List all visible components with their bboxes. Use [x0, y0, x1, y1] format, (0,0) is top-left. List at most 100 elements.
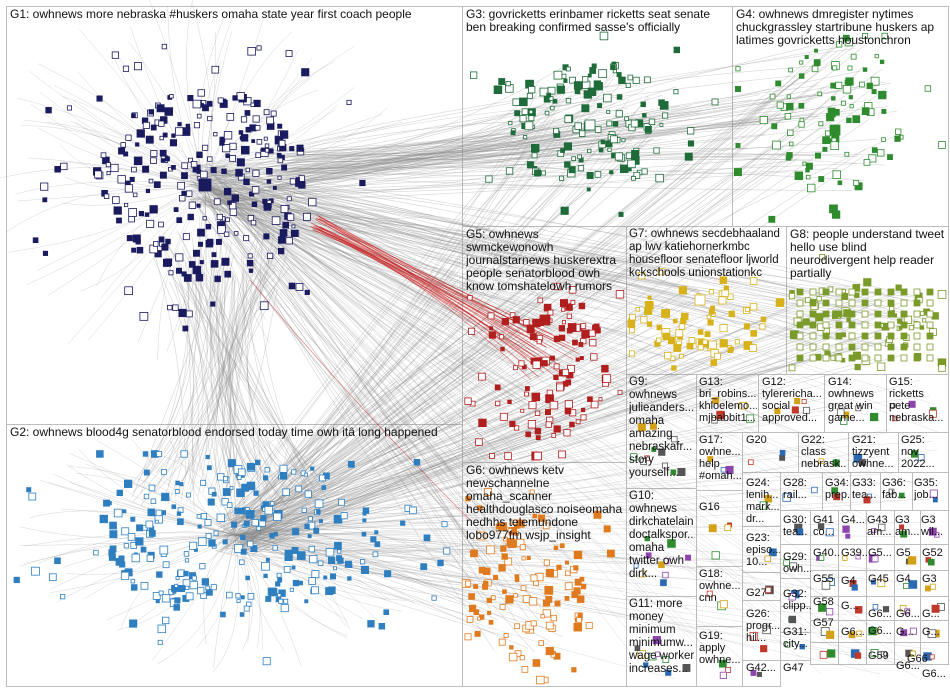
edge: [234, 529, 450, 557]
node-small-g54: [903, 583, 910, 590]
node-g5: [518, 360, 525, 367]
node-g2: [93, 549, 99, 556]
edge: [215, 550, 492, 621]
node-g3: [631, 175, 636, 181]
node-small-g21: [859, 459, 866, 466]
node-g1: [164, 258, 173, 266]
node-small-g50: [871, 555, 879, 563]
edge: [250, 87, 887, 517]
node-small-g35: [932, 497, 938, 503]
edge: [198, 16, 225, 186]
node-g1: [144, 212, 150, 217]
edge: [217, 177, 477, 576]
node-g2: [246, 540, 254, 548]
node-g3: [599, 31, 609, 41]
edge: [162, 264, 277, 502]
edge: [210, 155, 555, 186]
node-small-g12: [801, 398, 807, 405]
edge: [218, 193, 516, 621]
node-g2: [221, 498, 229, 506]
node-g8: [887, 288, 895, 296]
edge: [219, 184, 585, 204]
edge: [213, 171, 790, 195]
node-g4: [768, 215, 776, 223]
edge: [250, 361, 504, 537]
edge: [246, 99, 630, 547]
node-g4: [877, 149, 885, 157]
node-g1: [207, 115, 213, 122]
node-small-g47: [785, 642, 791, 648]
node-g2: [226, 591, 233, 599]
node-g2: [280, 604, 289, 613]
node-g4: [850, 53, 857, 60]
node-g8: [809, 332, 817, 340]
node-g8: [908, 324, 914, 331]
edge: [220, 40, 862, 553]
edge: [185, 280, 279, 492]
edge: [266, 94, 605, 159]
node-g5: [500, 346, 505, 352]
node-g1: [181, 162, 189, 170]
node-small-g10: [645, 552, 652, 559]
node-g1: [252, 169, 260, 177]
node-g6: [574, 578, 582, 586]
node-g7: [749, 277, 758, 285]
node-g8: [919, 325, 925, 330]
node-g3: [552, 98, 558, 104]
node-g2: [213, 530, 219, 536]
node-g8: [846, 317, 851, 322]
node-g5: [527, 420, 537, 429]
edge: [198, 184, 207, 328]
node-small-g41: [817, 523, 825, 530]
edge: [234, 534, 695, 570]
edge: [234, 478, 686, 536]
node-g2: [180, 450, 188, 458]
node-g3: [630, 119, 639, 128]
node-small-g34: [831, 487, 839, 495]
edge: [267, 127, 748, 189]
node-g1: [280, 205, 289, 213]
node-g3: [662, 112, 669, 119]
node-g5: [504, 452, 512, 460]
node-g8: [796, 299, 804, 307]
node-g2: [122, 509, 127, 514]
node-g2: [179, 482, 184, 487]
node-g3: [598, 69, 608, 79]
node-g4: [832, 170, 841, 179]
edge: [180, 284, 221, 483]
node-g2: [329, 573, 336, 580]
edge: [190, 198, 872, 316]
node-g8: [796, 354, 804, 362]
edge: [190, 166, 481, 565]
node-g5: [556, 383, 564, 392]
edge: [230, 76, 629, 531]
node-g3: [519, 97, 528, 107]
edge: [277, 133, 631, 154]
node-small-g11: [665, 669, 672, 676]
node-g8: [876, 362, 886, 372]
edge: [213, 534, 236, 668]
edge: [234, 470, 871, 536]
node-g1: [262, 198, 268, 205]
node-g5: [578, 302, 586, 310]
node-g2: [148, 530, 156, 537]
node-g1: [205, 223, 212, 230]
edge: [78, 449, 236, 536]
node-g1: [229, 155, 236, 162]
edge: [205, 172, 582, 191]
node-g6: [492, 574, 499, 581]
edge: [249, 302, 684, 529]
edge: [204, 184, 266, 321]
node-small-g11: [662, 656, 670, 663]
node-g3: [493, 85, 503, 94]
node-g4: [846, 117, 852, 124]
node-g4: [871, 89, 877, 95]
node-g1: [181, 127, 191, 136]
edge: [204, 184, 935, 405]
node-g2: [420, 563, 428, 571]
edge: [234, 508, 686, 536]
node-g2: [185, 492, 191, 498]
node-g2: [231, 521, 238, 528]
node-g2: [172, 589, 177, 594]
